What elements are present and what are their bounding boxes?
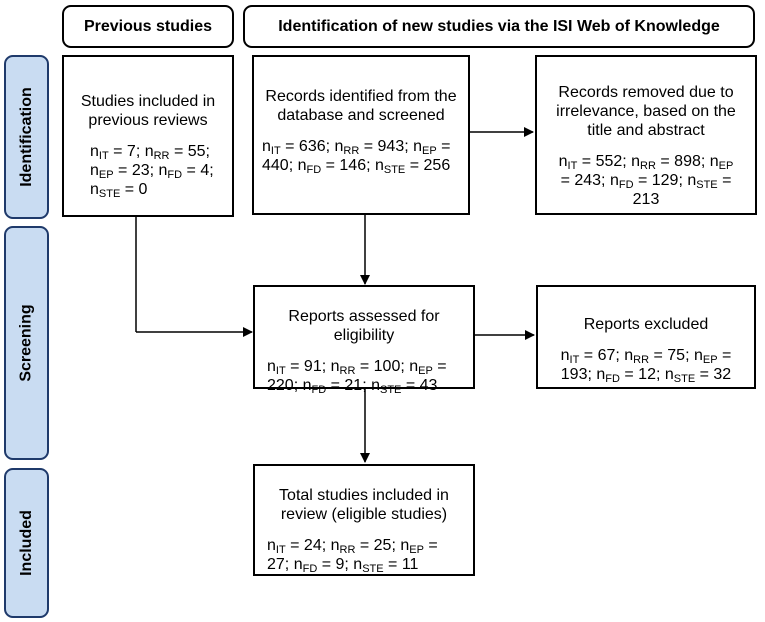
count-subscript: STE — [98, 188, 121, 200]
box-reports-excluded-counts: nIT = 67; nRR = 75; nEP =193; nFD = 12; … — [544, 346, 748, 385]
count-line: 440; nFD = 146; nSTE = 256 — [262, 157, 451, 176]
count-subscript: EP — [409, 544, 424, 556]
count-line: nIT = 24; nRR = 25; nEP = — [267, 537, 438, 556]
box-records-identified: Records identified from the database and… — [252, 55, 470, 215]
box-previous-studies-title: Studies included in previous reviews — [80, 93, 216, 129]
count-subscript: FD — [302, 563, 318, 575]
count-line: 27; nFD = 9; nSTE = 11 — [267, 556, 419, 575]
count-subscript: STE — [696, 179, 718, 191]
count-subscript: RR — [153, 150, 170, 162]
count-line: 213 — [632, 191, 660, 208]
box-total-included: Total studies included in review (eligib… — [253, 464, 475, 576]
count-subscript: EP — [98, 169, 114, 181]
count-subscript: STE — [362, 563, 384, 575]
count-subscript: RR — [640, 160, 656, 172]
header-new-studies: Identification of new studies via the IS… — [243, 5, 755, 48]
count-subscript: FD — [311, 384, 327, 396]
header-new-studies-label: Identification of new studies via the IS… — [278, 17, 720, 35]
count-line: nIT = 636; nRR = 943; nEP = — [262, 138, 451, 157]
count-subscript: FD — [605, 373, 620, 385]
box-reports-assessed-counts: nIT = 91; nRR = 100; nEP =220; nFD = 21;… — [261, 357, 467, 396]
box-records-removed-counts: nIT = 552; nRR = 898; nEP= 243; nFD = 12… — [543, 152, 749, 209]
phase-included: Included — [4, 468, 49, 618]
count-line: nEP = 23; nFD = 4; — [90, 162, 214, 181]
count-subscript: RR — [339, 365, 356, 377]
count-subscript: RR — [633, 354, 650, 366]
phase-identification: Identification — [4, 55, 49, 219]
box-records-identified-counts: nIT = 636; nRR = 943; nEP =440; nFD = 14… — [260, 137, 462, 176]
box-records-removed-title: Records removed due to irrelevance, base… — [556, 84, 736, 139]
count-subscript: IT — [569, 354, 580, 366]
count-line: = 243; nFD = 129; nSTE = — [560, 172, 732, 191]
count-line: nIT = 7; nRR = 55; — [90, 143, 210, 162]
box-reports-assessed-title: Reports assessed for eligibility — [288, 308, 440, 344]
count-line: 220; nFD = 21; nSTE = 43 — [267, 377, 438, 396]
count-subscript: STE — [379, 384, 402, 396]
box-previous-studies-counts: nIT = 7; nRR = 55;nEP = 23; nFD = 4;nSTE… — [70, 142, 226, 200]
count-subscript: IT — [275, 365, 286, 377]
box-records-identified-title: Records identified from the database and… — [265, 88, 457, 124]
count-line: 193; nFD = 12; nSTE = 32 — [560, 366, 732, 385]
count-subscript: IT — [98, 150, 109, 162]
count-subscript: IT — [270, 145, 281, 157]
count-subscript: EP — [418, 365, 433, 377]
count-subscript: FD — [167, 169, 183, 181]
count-subscript: IT — [567, 160, 578, 172]
count-line: nIT = 552; nRR = 898; nEP — [558, 153, 734, 172]
box-total-included-title: Total studies included in review (eligib… — [279, 487, 449, 523]
count-subscript: STE — [673, 373, 696, 385]
count-subscript: RR — [339, 544, 356, 556]
count-subscript: EP — [422, 145, 437, 157]
count-subscript: EP — [718, 160, 734, 172]
count-subscript: STE — [383, 164, 406, 176]
box-reports-excluded-title: Reports excluded — [583, 316, 709, 333]
count-subscript: RR — [343, 145, 360, 157]
phase-screening: Screening — [4, 226, 49, 460]
count-line: nIT = 67; nRR = 75; nEP = — [560, 347, 732, 366]
count-subscript: EP — [702, 354, 718, 366]
count-subscript: IT — [275, 544, 286, 556]
box-previous-studies: Studies included in previous reviews nIT… — [62, 55, 234, 217]
count-subscript: FD — [618, 179, 634, 191]
count-subscript: FD — [306, 164, 322, 176]
header-previous-studies: Previous studies — [62, 5, 234, 48]
box-records-removed: Records removed due to irrelevance, base… — [535, 55, 757, 215]
count-line: nIT = 91; nRR = 100; nEP = — [267, 358, 447, 377]
count-line: nSTE = 0 — [90, 181, 148, 200]
box-reports-assessed: Reports assessed for eligibility nIT = 9… — [253, 285, 475, 396]
box-reports-excluded: Reports excluded nIT = 67; nRR = 75; nEP… — [536, 285, 756, 389]
header-previous-studies-label: Previous studies — [83, 17, 213, 35]
box-total-included-counts: nIT = 24; nRR = 25; nEP =27; nFD = 9; nS… — [261, 536, 467, 575]
